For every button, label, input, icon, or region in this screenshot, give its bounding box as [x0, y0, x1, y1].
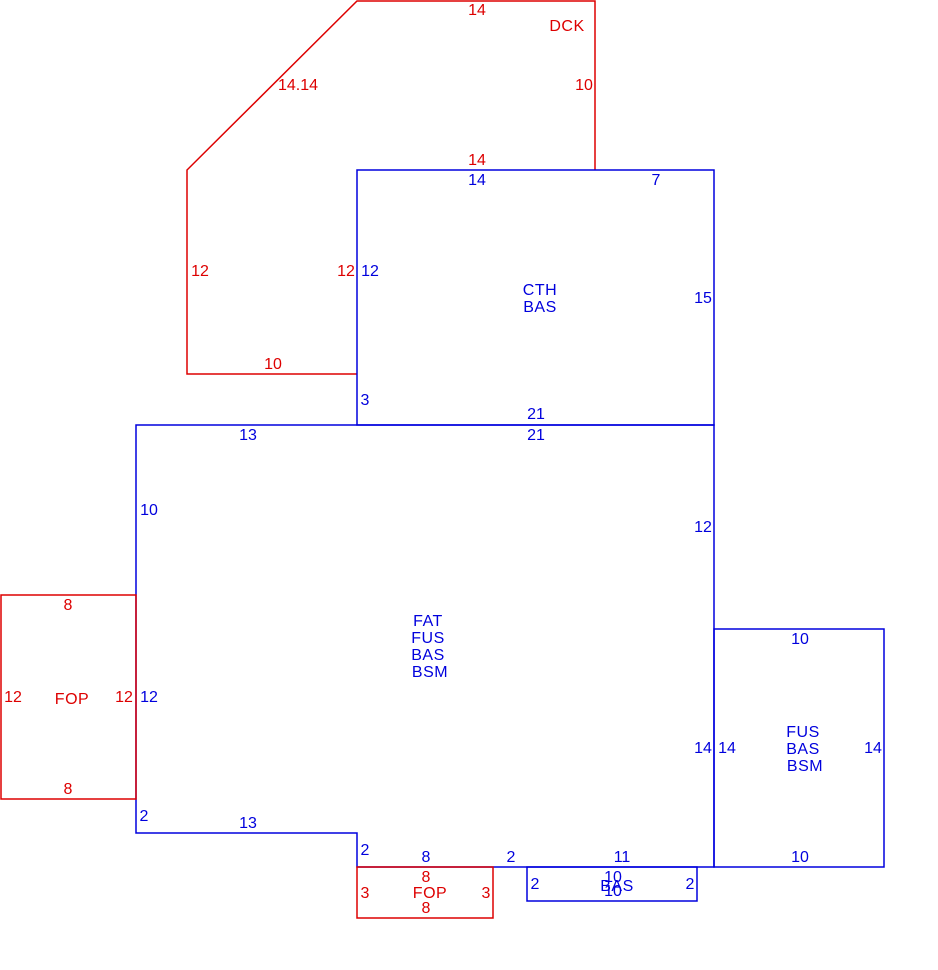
main-dim-top: 21 — [527, 427, 545, 444]
main-dim-top-left: 13 — [239, 427, 257, 444]
main-dim-step: 2 — [361, 842, 370, 859]
bottom-bay-dim-bottom: 10 — [604, 883, 622, 900]
cth-dim-top-right: 7 — [652, 172, 661, 189]
main-label-4: BSM — [412, 664, 448, 681]
deck-dim-bottom: 14 — [468, 152, 486, 169]
bottom-porch-dim-right: 3 — [482, 885, 491, 902]
main-dim-bottom-gap: 2 — [507, 849, 516, 866]
right-wing-label-3: BSM — [787, 758, 823, 775]
main-dim-bottom-left: 13 — [239, 815, 257, 832]
bottom-bay-dim-right: 2 — [686, 876, 695, 893]
main-area: FAT FUS BAS BSM 13 21 10 12 12 14 2 13 2… — [135, 424, 715, 868]
cth-label-2: BAS — [523, 299, 557, 316]
main-label-3: BAS — [411, 647, 445, 664]
cth-dim-top: 14 — [468, 172, 486, 189]
left-porch-outline — [0, 594, 137, 800]
left-porch-dim-left: 12 — [4, 689, 22, 706]
right-wing-dim-top: 10 — [791, 631, 809, 648]
bottom-porch-dim-bottom: 8 — [422, 900, 431, 917]
main-label-2: FUS — [411, 630, 445, 647]
main-dim-bottom-right: 11 — [614, 849, 631, 866]
bottom-porch-area: FOP 8 3 3 8 — [356, 866, 494, 919]
cth-label-1: CTH — [523, 282, 557, 299]
right-wing-dim-left: 14 — [718, 740, 736, 757]
deck-dim-left: 12 — [191, 263, 209, 280]
bottom-porch-dim-left: 3 — [361, 885, 370, 902]
bottom-bay-area: BAS 10 2 2 10 — [526, 866, 698, 902]
main-dim-left-lower: 2 — [140, 808, 149, 825]
main-dim-bottom-mid: 8 — [422, 849, 431, 866]
deck-dim-base: 10 — [264, 356, 282, 373]
left-porch-area: FOP 8 12 12 8 — [0, 594, 137, 800]
main-dim-right-upper: 12 — [694, 519, 712, 536]
cth-dim-left: 12 — [361, 263, 379, 280]
bottom-porch-label: FOP — [413, 885, 447, 902]
bottom-bay-dim-left: 2 — [531, 876, 540, 893]
deck-area: DCK 14 10 14.14 14 12 12 10 — [186, 0, 596, 375]
cth-dim-bottom: 21 — [527, 406, 545, 423]
deck-outline — [186, 0, 596, 375]
left-porch-dim-bottom: 8 — [64, 781, 73, 798]
bottom-bay-label: BAS — [600, 878, 634, 895]
bottom-bay-outline — [526, 866, 698, 902]
main-dim-left-mid: 12 — [140, 689, 158, 706]
main-dim-right-lower: 14 — [694, 740, 712, 757]
deck-dim-diagonal: 14.14 — [278, 77, 318, 94]
right-wing-dim-bottom: 10 — [791, 849, 809, 866]
right-wing-dim-right: 14 — [864, 740, 882, 757]
right-wing-label-2: BAS — [786, 741, 820, 758]
left-porch-dim-top: 8 — [64, 597, 73, 614]
right-wing-area: FUS BAS BSM 10 14 14 10 — [713, 628, 885, 868]
deck-dim-right: 10 — [575, 77, 593, 94]
deck-dim-inner-right: 12 — [337, 263, 355, 280]
bottom-porch-dim-top: 8 — [422, 869, 431, 886]
main-dim-left-upper: 10 — [140, 502, 158, 519]
cth-dim-right: 15 — [694, 290, 712, 307]
bottom-porch-outline — [356, 866, 494, 919]
cth-dim-lower-left: 3 — [361, 392, 370, 409]
cth-area: CTH BAS 14 7 12 15 3 21 — [356, 169, 715, 426]
main-label-1: FAT — [413, 613, 443, 630]
right-wing-outline — [713, 628, 885, 868]
deck-label: DCK — [549, 18, 584, 35]
left-porch-dim-right: 12 — [115, 689, 133, 706]
right-wing-label-1: FUS — [786, 724, 820, 741]
deck-dim-top: 14 — [468, 2, 486, 19]
left-porch-label: FOP — [55, 691, 89, 708]
bottom-bay-dim-top: 10 — [604, 869, 622, 886]
